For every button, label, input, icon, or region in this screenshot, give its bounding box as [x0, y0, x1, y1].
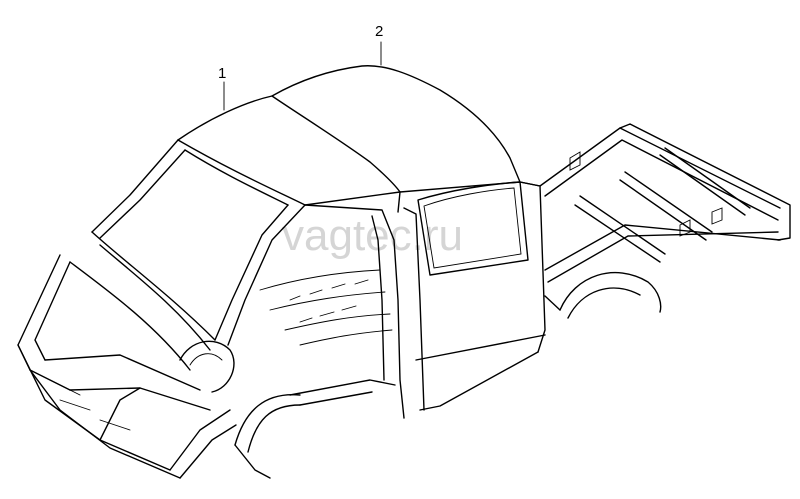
cab-body	[17, 65, 546, 479]
callout-2-label: 2	[375, 23, 383, 40]
callout-1-label: 1	[218, 65, 226, 82]
callout-2: 2	[375, 23, 383, 66]
chassis-frame	[539, 123, 791, 319]
callout-1: 1	[218, 65, 226, 111]
